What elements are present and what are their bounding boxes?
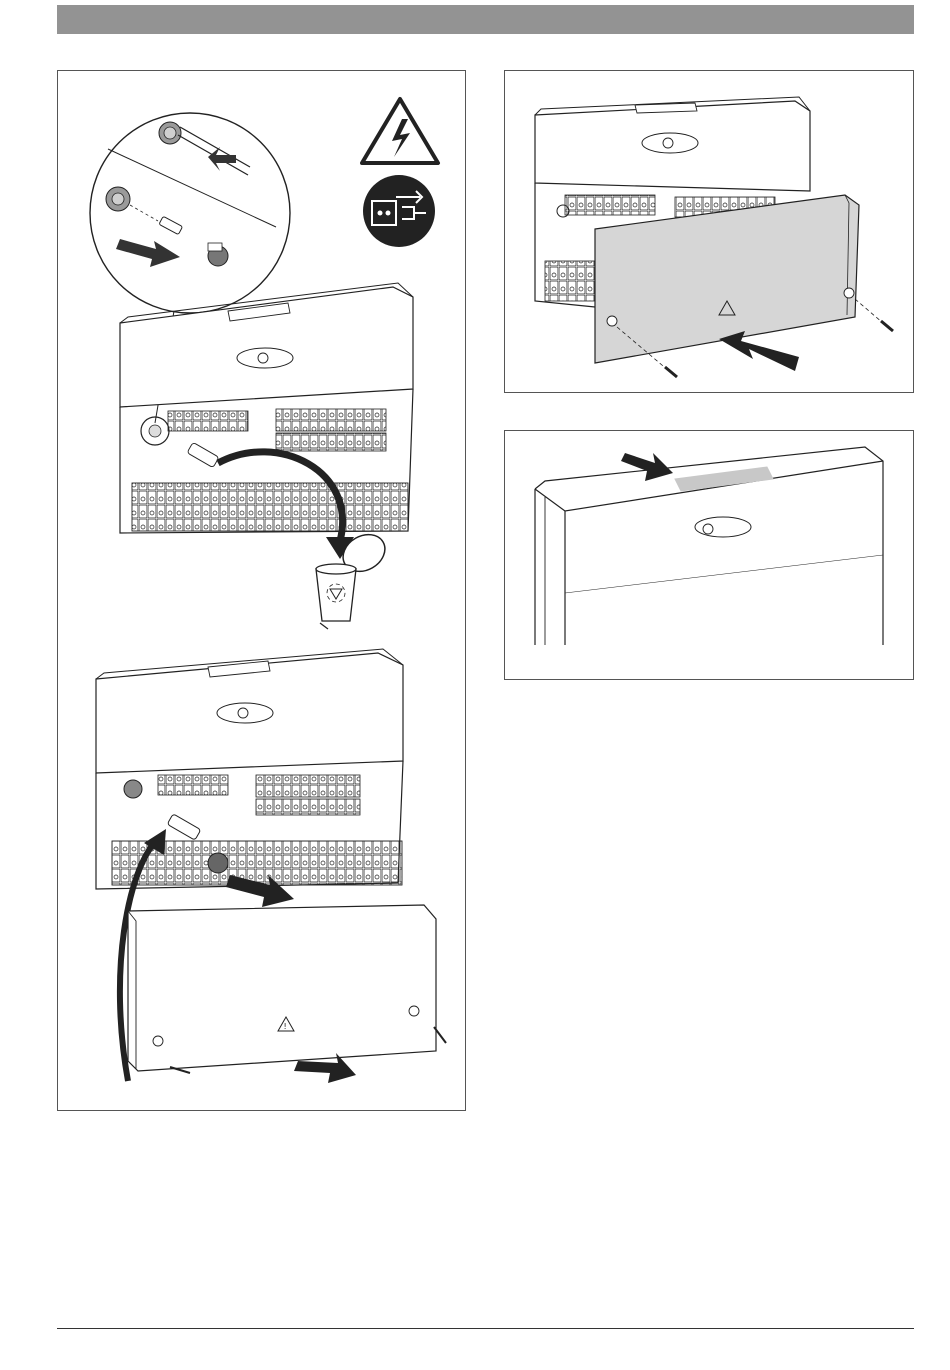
controller-housing-open — [120, 283, 413, 559]
figure-fuse-replacement: ! — [57, 70, 466, 1111]
electric-hazard-warning-icon — [362, 99, 438, 163]
fuse-replacement-illustration: ! — [58, 71, 467, 1112]
recycle-bin-icon — [316, 527, 392, 629]
arrow-icon — [621, 453, 673, 481]
label-area — [675, 467, 773, 491]
fit-terminal-cover-illustration — [505, 71, 915, 394]
figure-fit-terminal-cover — [504, 70, 914, 393]
svg-text:!: ! — [284, 1022, 287, 1031]
terminal-cover: ! — [128, 905, 446, 1083]
figure-fit-front-cover — [504, 430, 914, 680]
arrow-icon — [719, 331, 799, 371]
magnified-fuse-holder-detail — [90, 113, 290, 313]
footer-rule — [57, 1328, 914, 1329]
header-bar — [57, 5, 914, 34]
fit-front-cover-illustration — [505, 431, 915, 681]
disconnect-mains-plug-icon — [363, 175, 435, 247]
